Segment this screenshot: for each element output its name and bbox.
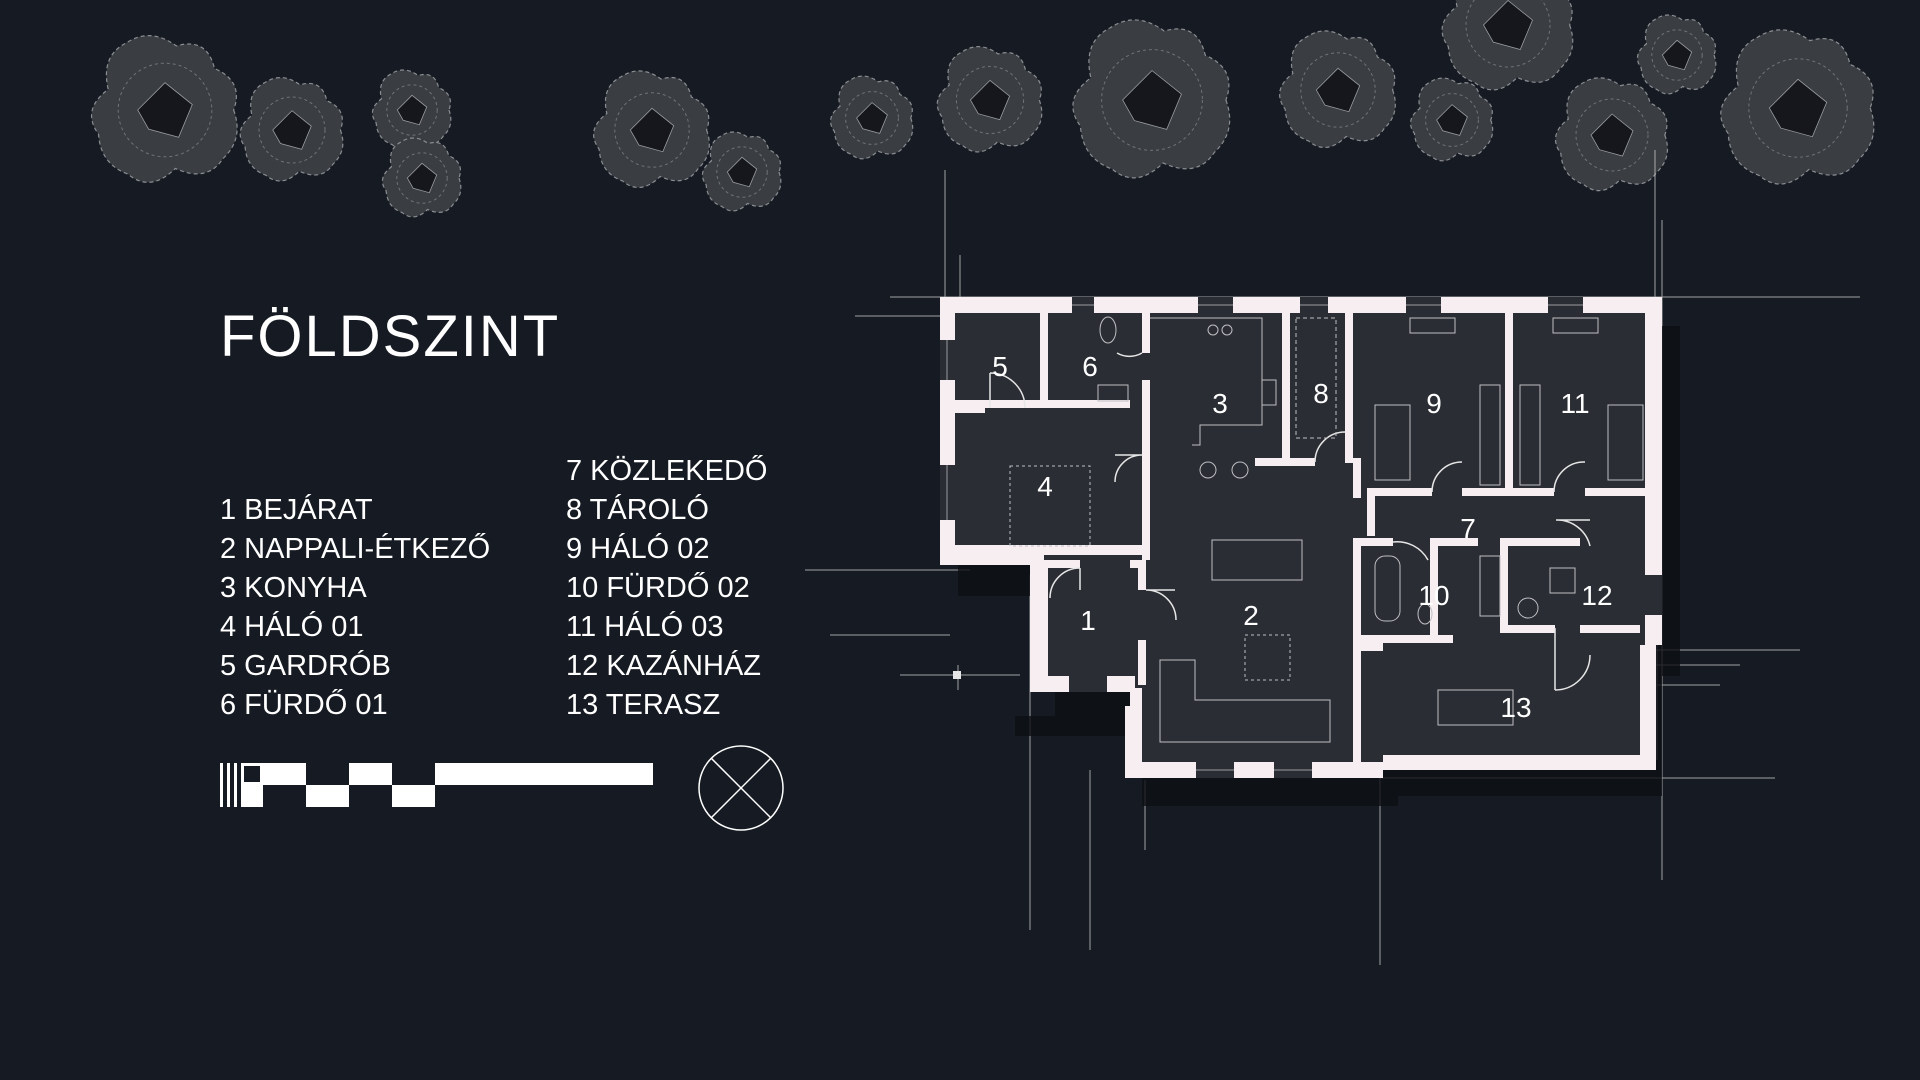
room-label-11: 11 <box>1560 388 1589 419</box>
north-arrow-icon <box>698 745 784 831</box>
tree-icon <box>1554 77 1669 192</box>
window-lines <box>946 304 1583 771</box>
legend-right: 7 KÖZLEKEDŐ 8 TÁROLÓ 9 HÁLÓ 02 10 FÜRDŐ … <box>566 452 767 725</box>
tree-icon <box>1720 29 1875 185</box>
scale-bar-icon <box>220 763 653 807</box>
legend-item: 5 GARDRÓB <box>220 650 391 682</box>
legend-item: 13 TERASZ <box>566 689 721 721</box>
tree-icon <box>829 75 914 160</box>
tree-icon <box>1441 0 1574 91</box>
furniture <box>1009 316 1644 743</box>
room-label-12: 12 <box>1581 580 1612 611</box>
room-label-3: 3 <box>1212 388 1228 419</box>
tree-icon <box>1279 30 1396 148</box>
landscape-trees <box>90 0 1875 218</box>
legend-item: 3 KONYHA <box>220 572 367 604</box>
room-label-7: 7 <box>1460 513 1476 544</box>
legend-item: 4 HÁLÓ 01 <box>220 611 364 643</box>
legend-item: 10 FÜRDŐ 02 <box>566 572 750 604</box>
legend-item: 6 FÜRDŐ 01 <box>220 689 388 721</box>
room-label-10: 10 <box>1418 580 1449 611</box>
doors <box>989 352 1591 691</box>
legend-item: 2 NAPPALI-ÉTKEZŐ <box>220 533 491 565</box>
room-label-9: 9 <box>1426 388 1442 419</box>
tree-icon <box>90 35 238 183</box>
tree-icon <box>936 46 1043 153</box>
tree-icon <box>381 137 462 218</box>
legend-item: 12 KAZÁNHÁZ <box>566 650 761 682</box>
room-label-5: 5 <box>992 351 1008 382</box>
room-label-8: 8 <box>1313 378 1329 409</box>
room-label-2: 2 <box>1243 600 1259 631</box>
room-labels: 1 2 3 4 5 6 7 8 9 10 11 12 13 <box>992 351 1612 723</box>
legend-item: 9 HÁLÓ 02 <box>566 533 710 565</box>
tree-icon <box>239 77 344 182</box>
tree-icon <box>593 70 710 188</box>
tree-icon <box>1072 19 1231 179</box>
tree-icon <box>701 131 782 212</box>
legend-item: 1 BEJÁRAT <box>220 494 373 526</box>
building-walls <box>940 297 1662 778</box>
legend-item: 11 HÁLÓ 03 <box>566 611 724 643</box>
legend-item: 8 TÁROLÓ <box>566 494 709 526</box>
room-label-6: 6 <box>1082 351 1098 382</box>
page-title: FÖLDSZINT <box>220 304 561 369</box>
room-label-1: 1 <box>1080 605 1096 636</box>
tree-icon <box>1409 77 1494 162</box>
legend-item: 7 KÖZLEKEDŐ <box>566 455 768 487</box>
room-label-13: 13 <box>1500 692 1531 723</box>
interior-walls <box>955 313 1645 770</box>
legend-left: 1 BEJÁRAT 2 NAPPALI-ÉTKEZŐ 3 KONYHA 4 HÁ… <box>220 491 490 725</box>
survey-marker <box>953 671 961 679</box>
room-label-4: 4 <box>1037 471 1053 502</box>
tree-icon <box>1636 14 1717 95</box>
